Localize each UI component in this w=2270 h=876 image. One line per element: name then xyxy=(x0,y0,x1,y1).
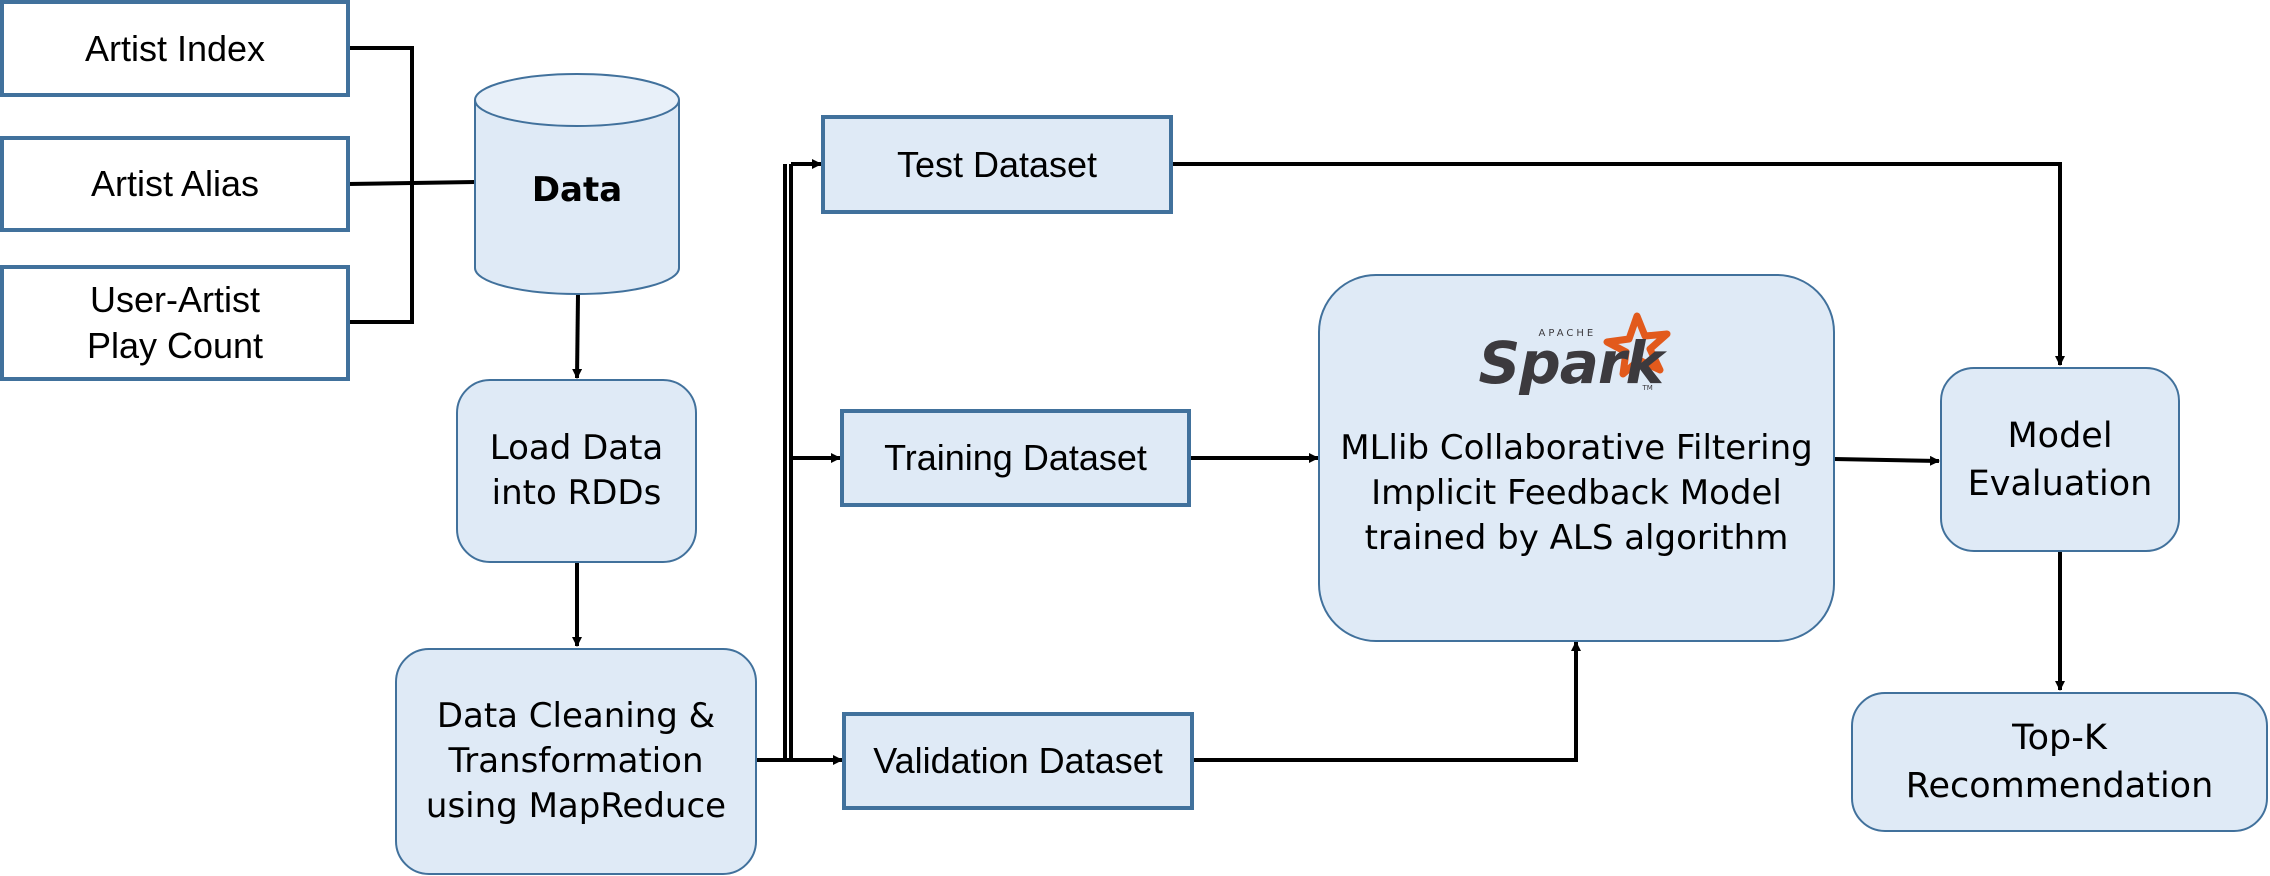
top-k-recommendation-box: Top-K Recommendation xyxy=(1851,692,2268,832)
model-evaluation-box: Model Evaluation xyxy=(1940,367,2180,552)
model-description: MLlib Collaborative Filtering Implicit F… xyxy=(1340,428,1813,558)
connector-test-to-evaluation xyxy=(1172,162,2065,366)
cylinder-shape xyxy=(474,73,680,295)
spark-logo-small-text: APACHE xyxy=(1538,328,1597,339)
data-cleaning-label: Data Cleaning & Transformation using Map… xyxy=(425,696,727,826)
training-dataset-label: Training Dataset xyxy=(884,437,1147,478)
top-k-recommendation-label: Top-K Recommendation xyxy=(1905,718,2214,806)
artist-alias-label: Artist Alias xyxy=(90,163,260,204)
user-artist-play-count-label: User-Artist Play Count xyxy=(86,279,264,366)
load-data-label: Load Data into RDDs xyxy=(489,428,664,513)
artist-index-label: Artist Index xyxy=(84,27,266,69)
connector-model-to-evaluation xyxy=(1833,455,1940,466)
user-artist-play-count-box: User-Artist Play Count xyxy=(0,265,350,381)
spark-logo-tm: TM xyxy=(1642,384,1653,392)
connector-data-to-load xyxy=(572,293,583,379)
artist-index-box: Artist Index xyxy=(0,0,350,97)
artist-alias-box: Artist Alias xyxy=(0,136,350,232)
connector-validation-to-model xyxy=(1192,641,1581,762)
data-store-label: Data xyxy=(531,170,623,210)
test-dataset-box: Test Dataset xyxy=(821,115,1173,214)
data-store-cylinder: Data xyxy=(473,72,681,296)
data-cleaning-box: Data Cleaning & Transformation using Map… xyxy=(395,648,757,875)
spark-model-box: APACHE Spark TM MLlib Collaborative Filt… xyxy=(1318,274,1835,642)
load-data-into-rdds-box: Load Data into RDDs xyxy=(456,379,697,563)
validation-dataset-box: Validation Dataset xyxy=(842,712,1194,810)
test-dataset-label: Test Dataset xyxy=(896,143,1098,185)
spark-logo-word: Spark xyxy=(1478,329,1665,397)
connector-artist-alias xyxy=(347,180,476,186)
connector-artist-index xyxy=(348,46,414,324)
model-evaluation-label: Model Evaluation xyxy=(1967,415,2153,504)
apache-spark-logo: APACHE Spark TM xyxy=(1477,312,1677,412)
validation-dataset-label: Validation Dataset xyxy=(873,740,1163,781)
spark-star-icon xyxy=(1603,312,1670,378)
training-dataset-box: Training Dataset xyxy=(840,409,1191,507)
